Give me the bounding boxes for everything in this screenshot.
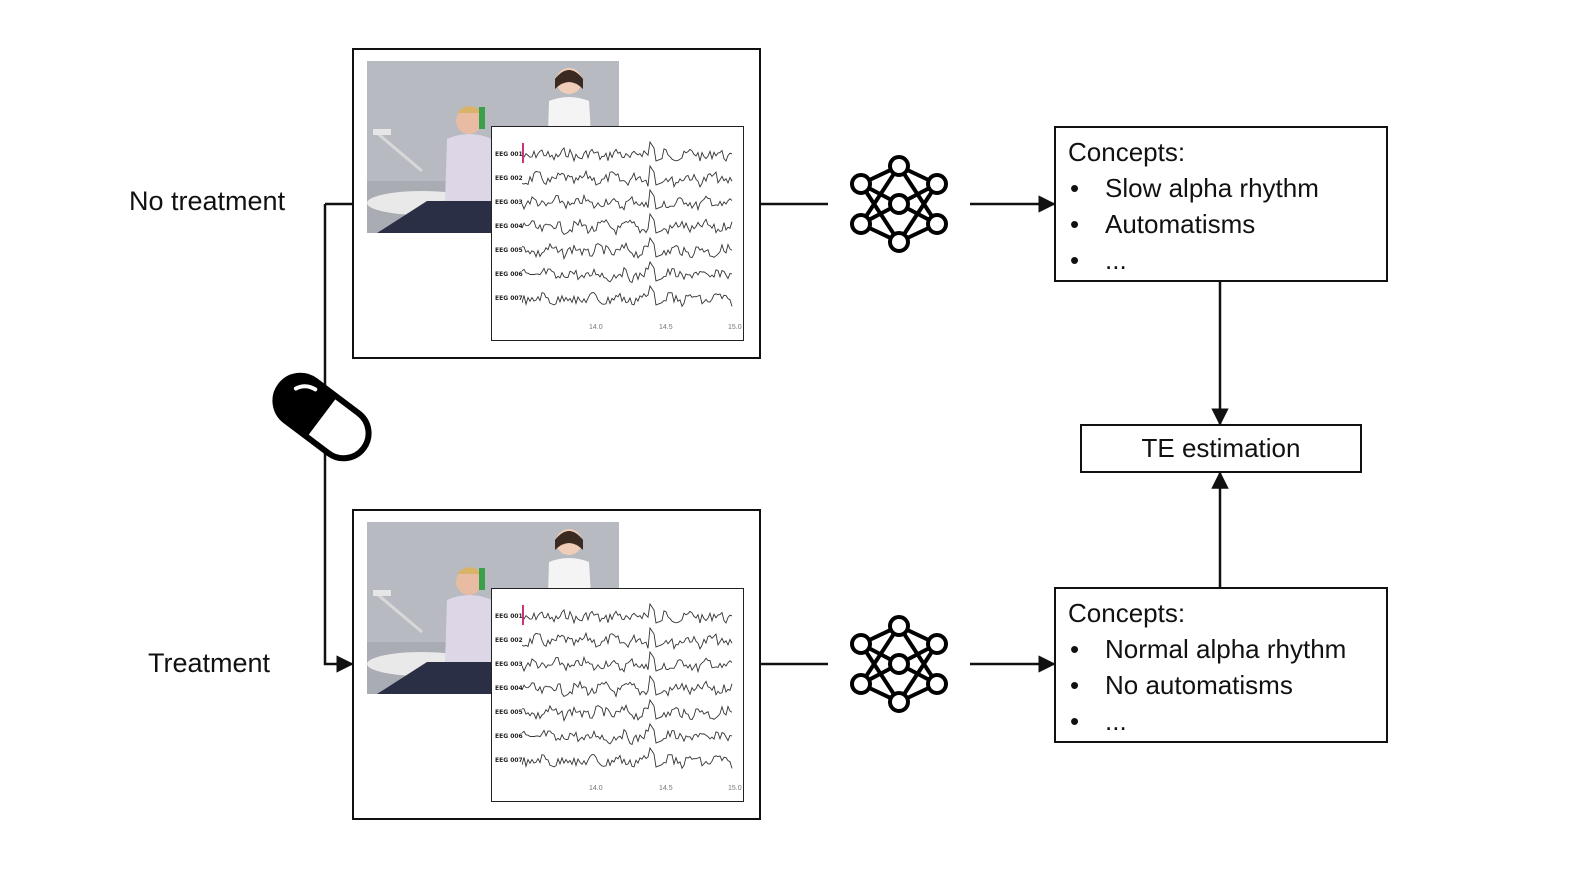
eeg-plot-treatment: EEG 001 EEG 002 EEG 003 EEG 004 EEG 005 … xyxy=(491,588,744,802)
eeg-trace xyxy=(522,602,733,625)
concept-text: No automatisms xyxy=(1105,670,1293,700)
network-node xyxy=(888,231,910,253)
concept-item: • Automatisms xyxy=(1068,206,1374,242)
concept-item: •... xyxy=(1068,703,1374,739)
concepts-title: Concepts: xyxy=(1068,598,1186,628)
eeg-tick-label: 14.5 xyxy=(659,324,673,331)
eeg-traces xyxy=(522,140,733,308)
eeg-tick-label: 14.0 xyxy=(589,324,603,331)
bullet-marker: • xyxy=(1070,706,1080,736)
eeg-trace xyxy=(522,650,733,674)
concept-text: Normal alpha rhythm xyxy=(1105,634,1347,664)
eeg-channel-label: EEG 004 xyxy=(495,685,523,692)
network-node xyxy=(926,173,948,195)
concepts-box-no-treatment: Concepts: • Slow alpha rhythm • Automatism… xyxy=(1054,126,1388,282)
concepts-box-treatment: Concepts: • Normal alpha rhythm • No autom… xyxy=(1054,587,1388,743)
eeg-channel-label: EEG 003 xyxy=(495,661,523,668)
network-edge xyxy=(897,624,939,686)
bullet-marker: • xyxy=(1070,173,1080,203)
network-edge xyxy=(859,164,901,226)
eeg-trace xyxy=(522,140,733,163)
concepts-title: Concepts: xyxy=(1068,137,1186,167)
network-node xyxy=(850,213,872,235)
eeg-channel-label: EEG 003 xyxy=(495,199,523,206)
network-node xyxy=(850,633,872,655)
network-node xyxy=(888,155,910,177)
eeg-channel-label: EEG 001 xyxy=(495,151,523,158)
network-node xyxy=(888,691,910,713)
eeg-trace xyxy=(522,236,733,261)
eeg-channel-label: EEG 004 xyxy=(495,223,523,230)
neural-network-icon xyxy=(850,155,948,253)
concept-item: • No automatisms xyxy=(1068,667,1374,703)
eeg-trace xyxy=(522,212,733,236)
network-node xyxy=(850,173,872,195)
neural-network-icon xyxy=(850,615,948,713)
eeg-tick-label: 15.0 xyxy=(728,324,742,331)
concept-text: Automatisms xyxy=(1105,209,1256,239)
eeg-tick-label: 14.0 xyxy=(589,785,603,792)
bullet-marker: • xyxy=(1070,670,1080,700)
eeg-plot-no-treatment: EEG 001 EEG 002 EEG 003 EEG 004 EEG 005 … xyxy=(491,126,744,341)
concepts-list: • Slow alpha rhythm • Automatisms •... xyxy=(1068,170,1374,278)
bracket-connector xyxy=(323,202,355,664)
eeg-traces xyxy=(522,602,733,770)
concept-text: ... xyxy=(1105,706,1127,736)
eeg-channel-label: EEG 007 xyxy=(495,757,523,764)
eeg-channel-label: EEG 005 xyxy=(495,247,523,254)
eeg-channel-label: EEG 006 xyxy=(495,733,523,740)
eeg-trace xyxy=(522,746,733,770)
arm-label-treatment: Treatment xyxy=(148,648,271,678)
concept-item: •... xyxy=(1068,242,1374,278)
eeg-tick-label: 15.0 xyxy=(728,785,742,792)
network-node xyxy=(888,615,910,637)
concept-item: • Normal alpha rhythm xyxy=(1068,631,1374,667)
network-edge xyxy=(897,164,939,226)
network-node xyxy=(926,673,948,695)
bullet-marker: • xyxy=(1070,634,1080,664)
pill-capsule-icon xyxy=(272,372,372,462)
eeg-channel-label: EEG 005 xyxy=(495,709,523,716)
network-node xyxy=(888,193,910,215)
eeg-channel-label: EEG 002 xyxy=(495,637,523,644)
bullet-marker: • xyxy=(1070,209,1080,239)
concept-text: ... xyxy=(1105,245,1127,275)
eeg-channel-label: EEG 002 xyxy=(495,175,523,182)
eeg-tick-label: 14.5 xyxy=(659,785,673,792)
concept-text: Slow alpha rhythm xyxy=(1105,173,1319,203)
network-node xyxy=(850,673,872,695)
network-node xyxy=(926,633,948,655)
eeg-trace xyxy=(522,626,733,650)
eeg-trace xyxy=(522,674,733,698)
eeg-trace xyxy=(522,698,733,723)
te-estimation-box: TE estimation xyxy=(1080,424,1362,473)
eeg-trace xyxy=(522,284,733,308)
eeg-trace xyxy=(522,722,733,746)
concepts-list: • Normal alpha rhythm • No automatisms •..… xyxy=(1068,631,1374,739)
bullet-marker: • xyxy=(1070,245,1080,275)
network-edge xyxy=(859,624,901,686)
arm-label-no-treatment: No treatment xyxy=(129,186,286,216)
eeg-trace xyxy=(522,188,733,212)
eeg-channel-label: EEG 001 xyxy=(495,613,523,620)
network-node xyxy=(926,213,948,235)
concept-item: • Slow alpha rhythm xyxy=(1068,170,1374,206)
eeg-trace xyxy=(522,260,733,284)
eeg-trace xyxy=(522,164,733,188)
eeg-channel-label: EEG 006 xyxy=(495,271,523,278)
eeg-channel-label: EEG 007 xyxy=(495,295,523,302)
network-node xyxy=(888,653,910,675)
